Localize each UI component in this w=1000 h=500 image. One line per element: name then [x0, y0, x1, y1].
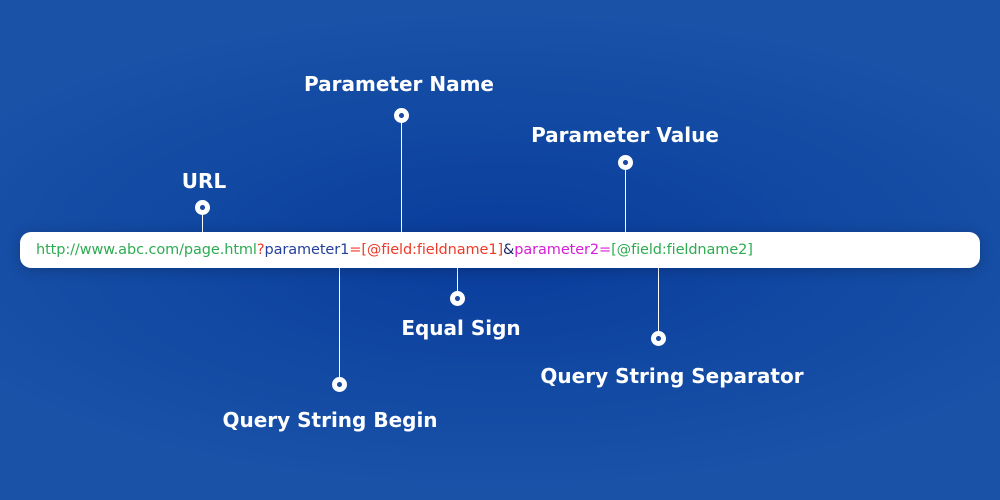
url-connector: [202, 207, 203, 232]
separator-char: &: [503, 242, 515, 258]
url-label: URL: [181, 169, 227, 193]
url-dot: [194, 199, 210, 215]
query-string-begin-connector: [339, 268, 340, 384]
parameter-value-label: Parameter Value: [531, 123, 719, 147]
parameter-name-connector: [401, 115, 402, 232]
equal-sign-dot: [449, 290, 465, 306]
query-begin-char: ?: [256, 242, 265, 258]
equal-sign-1: =: [349, 242, 362, 258]
parameter-value-connector: [625, 162, 626, 232]
parameter2-value: [@field:fieldname2]: [611, 242, 753, 258]
parameter1-name: parameter1: [264, 242, 350, 258]
equal-sign-label: Equal Sign: [401, 316, 521, 340]
query-string-separator-connector: [658, 268, 659, 338]
url-base: http://www.abc.com/page.html: [36, 242, 257, 258]
equal-sign-connector: [457, 268, 458, 298]
parameter-name-dot: [393, 107, 409, 123]
parameter1-value: [@field:fieldname1]: [361, 242, 504, 258]
url-bar: http://www.abc.com/page.html?parameter1=…: [20, 232, 980, 268]
parameter-name-label: Parameter Name: [304, 72, 494, 96]
query-string-begin-label: Query String Begin: [222, 408, 438, 432]
query-string-separator-dot: [650, 330, 666, 346]
query-string-begin-dot: [331, 376, 347, 392]
parameter2-name: parameter2: [514, 242, 600, 258]
query-string-separator-label: Query String Separator: [540, 364, 804, 388]
parameter-value-dot: [617, 154, 633, 170]
equal-sign-2: =: [599, 242, 612, 258]
